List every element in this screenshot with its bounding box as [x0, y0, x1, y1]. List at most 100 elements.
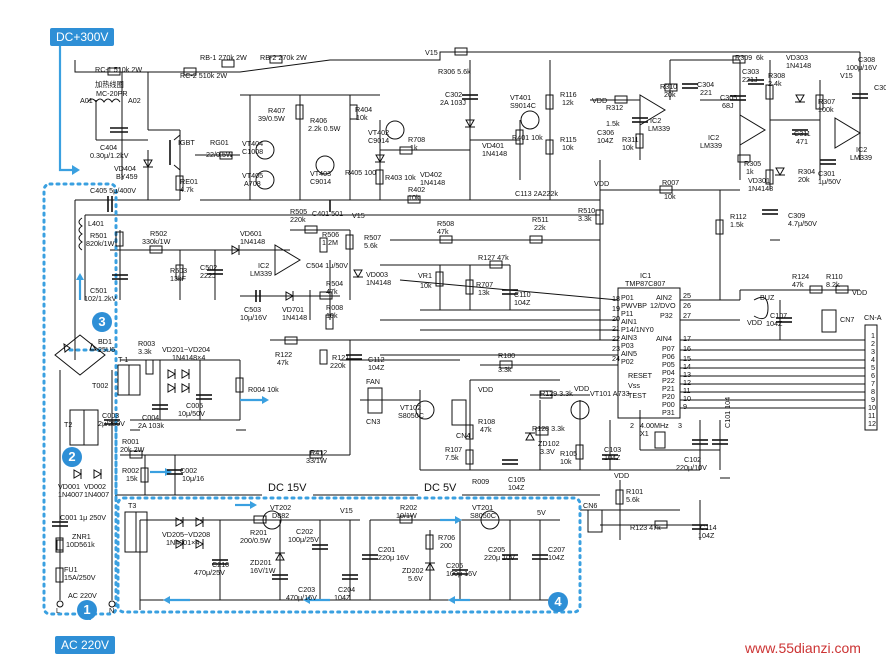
label: R112	[730, 212, 747, 221]
label: 470μ/25V	[194, 568, 225, 577]
label: V15	[840, 71, 853, 80]
label: VD201~VD204	[162, 345, 210, 354]
label: L	[56, 606, 60, 615]
label: R202	[400, 503, 417, 512]
label: P05	[662, 360, 675, 369]
label: R510	[578, 206, 595, 215]
label: P31	[662, 408, 675, 417]
label: S8050C	[398, 411, 424, 420]
label: R504	[326, 279, 343, 288]
label: 2A 103k	[138, 421, 164, 430]
label: VT405	[242, 171, 263, 180]
label: R511	[532, 215, 549, 224]
label: S8050C	[470, 511, 496, 520]
svg-text:24: 24	[612, 354, 620, 363]
label: AIN3	[621, 333, 637, 342]
watermark: www.55dianzi.com	[745, 640, 861, 656]
label: 100μ 16V	[446, 569, 477, 578]
label: R706	[438, 533, 455, 542]
svg-text:17: 17	[683, 334, 691, 343]
label: 1k	[410, 143, 418, 152]
label: 1N4148	[482, 149, 507, 158]
label: R311	[622, 135, 639, 144]
label: C204	[338, 585, 355, 594]
label: RESET	[628, 371, 653, 380]
label: FU1	[64, 565, 78, 574]
label: 1N4007	[58, 490, 83, 499]
label: C201	[378, 545, 395, 554]
label: 102/1.2kV	[84, 294, 117, 303]
svg-text:12: 12	[683, 378, 691, 387]
label: IC2	[258, 261, 269, 270]
label: 47k	[277, 358, 289, 367]
label: VDD	[592, 96, 607, 105]
label: P07	[662, 344, 675, 353]
svg-text:22: 22	[612, 334, 620, 343]
label: C004	[142, 413, 159, 422]
label: C9014	[368, 136, 389, 145]
label: R307	[818, 97, 835, 106]
label: V15	[425, 48, 438, 57]
label: 39/0.5W	[258, 114, 285, 123]
label: 25U6	[98, 345, 115, 354]
label: 200/0.5W	[240, 536, 271, 545]
label: VD601	[240, 229, 262, 238]
label: 104Z	[604, 453, 621, 462]
label: C1008	[242, 147, 263, 156]
label: 330k/1W	[142, 237, 171, 246]
label: 104Z	[508, 483, 525, 492]
label: 471	[796, 137, 808, 146]
label: CN3	[366, 417, 380, 426]
cn-pin: 2	[871, 339, 875, 348]
label: L401	[88, 219, 104, 228]
label: R122	[275, 350, 292, 359]
label: 222J	[200, 271, 216, 280]
label: 1N4148	[282, 313, 307, 322]
label: C302	[445, 90, 462, 99]
label: C203	[298, 585, 315, 594]
label: N	[109, 606, 114, 615]
label: PWVBP	[621, 301, 647, 310]
label: 220k	[330, 361, 346, 370]
label: C110	[514, 290, 531, 299]
label: R105	[560, 449, 577, 458]
svg-text:23: 23	[612, 344, 620, 353]
label: R404	[355, 105, 372, 114]
label: P22	[662, 376, 675, 385]
label: C210	[212, 560, 229, 569]
label: P00	[662, 400, 675, 409]
label: R123 47k	[630, 523, 661, 532]
label: C404	[100, 143, 117, 152]
label: 8.2k	[826, 280, 840, 289]
label: 4.7k	[180, 185, 194, 194]
label: 5.6V	[408, 574, 423, 583]
label: P20	[662, 392, 675, 401]
label: CN6	[583, 501, 597, 510]
label: A01	[80, 96, 93, 105]
label: 104Z	[334, 593, 351, 602]
label: VT202	[270, 503, 291, 512]
label: C103	[604, 445, 621, 454]
label: R007	[662, 178, 679, 187]
label: R412	[310, 448, 327, 457]
label: 10k	[562, 143, 574, 152]
label: CN-A	[864, 313, 882, 322]
label: AIN5	[621, 349, 637, 358]
dc5-tag: DC 5V	[418, 480, 463, 496]
label: 221	[700, 88, 712, 97]
svg-text:14: 14	[683, 362, 691, 371]
label: R310	[660, 82, 677, 91]
label: LM339	[700, 141, 722, 150]
label: RC-2 510k 2W	[180, 71, 227, 80]
label: VR1	[418, 271, 432, 280]
label: R405 100	[345, 168, 376, 177]
label: P21	[662, 384, 675, 393]
label: 100μ/16V	[846, 63, 877, 72]
label: VD002	[84, 482, 106, 491]
label: Vss	[628, 381, 640, 390]
label: C207	[548, 545, 565, 554]
label: VDD	[478, 385, 493, 394]
label: 104Z	[698, 531, 715, 540]
cn-pin: 5	[871, 363, 875, 372]
